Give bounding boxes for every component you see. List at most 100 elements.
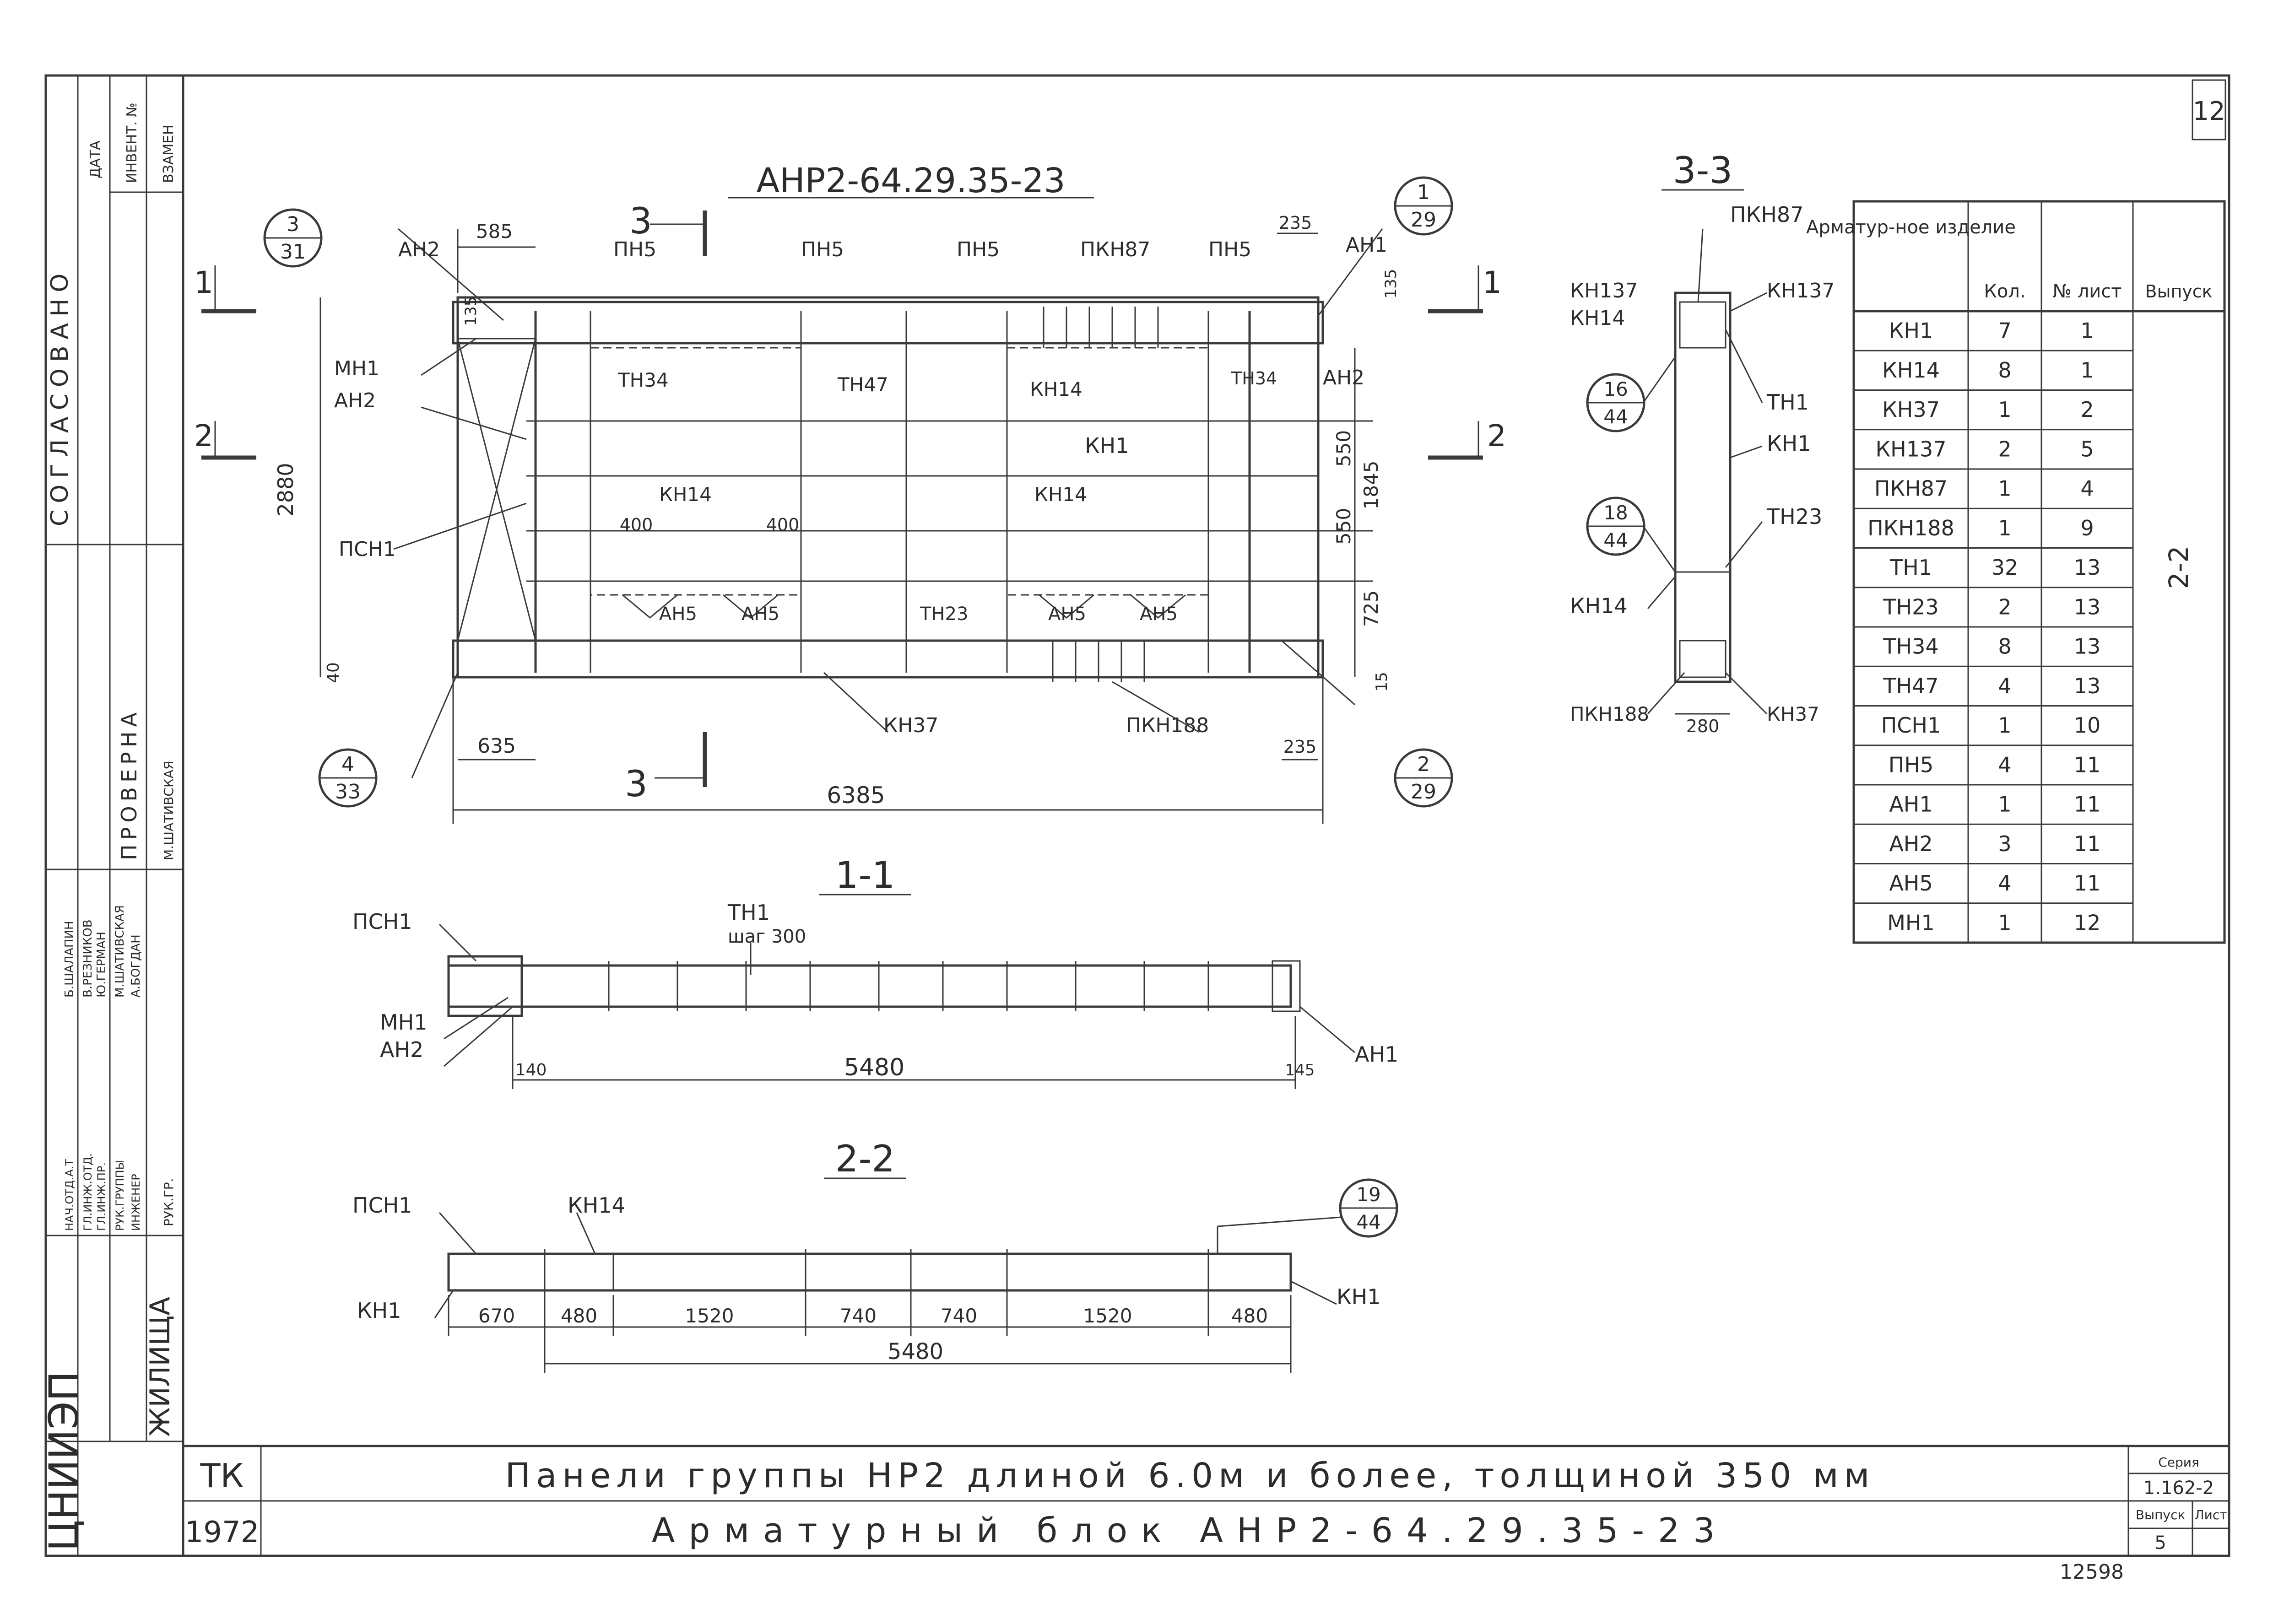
label-pkn188: ПКН188 — [1126, 714, 1209, 737]
label-ah5: АН5 — [659, 604, 697, 625]
stamp-role: РУК.ГРУППЫ — [114, 1160, 126, 1231]
label-pn5: ПН5 — [1208, 238, 1251, 261]
footer-code: 12598 — [2060, 1560, 2124, 1584]
dim-segment: 1520 — [685, 1305, 734, 1327]
spec-item-count: 1 — [1998, 516, 2011, 540]
stamp-checked-by: М.ШАТИВСКАЯ — [161, 761, 176, 860]
spec-item-name: ТН34 — [1883, 634, 1938, 659]
label-kn14: КН14 — [568, 1193, 625, 1218]
section-22-drawing — [434, 1178, 1398, 1373]
stamp-checked: ПРОВЕРНА — [117, 708, 141, 860]
dim-segment: 1520 — [1083, 1305, 1132, 1327]
label-ah2: АН2 — [334, 389, 376, 412]
spec-item-name: ТН1 — [1889, 555, 1932, 580]
label-ah5: АН5 — [1140, 604, 1178, 625]
stamp-role: ГЛ.ИНЖ.ОТД. — [81, 1153, 94, 1231]
dim-145: 145 — [1285, 1061, 1315, 1079]
section-11-title: 1-1 — [835, 854, 895, 896]
ref-circle-top: 16 — [1603, 378, 1628, 400]
spec-item-name: ПКН188 — [1867, 516, 1954, 540]
left-stamp — [46, 76, 183, 1556]
ref-circle-top: 2 — [1417, 753, 1430, 776]
spec-item-count: 1 — [1998, 910, 2011, 935]
section-33-labels: ПКН87 КН137 КН137 КН14 ТН1 КН1 ТН23 КН14… — [1570, 202, 1835, 736]
label-pn5: ПН5 — [957, 238, 1000, 261]
stamp-inv-no: ИНВЕНТ. № — [124, 103, 140, 183]
dim-635: 635 — [477, 734, 516, 758]
ref-circle-bottom: 29 — [1411, 780, 1436, 804]
label-pn5: ПН5 — [801, 238, 844, 261]
section-33-drawing — [1586, 228, 1768, 715]
stamp-name: Б.ШАЛАПИН — [63, 921, 76, 998]
dim-235: 235 — [1283, 737, 1317, 757]
stamp-name: А.БОГДАН — [129, 934, 143, 998]
ref-circle-bottom: 31 — [280, 240, 306, 264]
spec-item-sheet: 2 — [2080, 397, 2094, 422]
section-22-title: 2-2 — [835, 1138, 895, 1180]
spec-item-name: КН14 — [1882, 358, 1940, 383]
label-mn1: МН1 — [334, 357, 379, 380]
spec-header-item: Арматур-ное изделие — [1806, 217, 2016, 238]
label-tn34: ТН34 — [1231, 368, 1277, 388]
plan-drawing — [319, 228, 1383, 824]
label-kn37: КН37 — [883, 714, 938, 737]
spec-item-count: 4 — [1998, 871, 2011, 896]
label-pkn87: ПКН87 — [1730, 202, 1803, 227]
spec-item-name: КН137 — [1875, 437, 1946, 461]
stamp-date: ДАТА — [87, 140, 103, 178]
spec-item-name: ПСН1 — [1881, 713, 1941, 738]
dim-140: 140 — [515, 1061, 547, 1079]
ref-circle-top: 1 — [1417, 181, 1430, 204]
dim-15: 15 — [1373, 672, 1391, 691]
spec-item-sheet: 1 — [2080, 358, 2094, 383]
spec-item-count: 4 — [1998, 752, 2011, 777]
label-ah1: АН1 — [1346, 233, 1387, 257]
spec-item-count: 1 — [1998, 792, 2011, 817]
spec-item-count: 7 — [1998, 318, 2011, 343]
label-kn1: КН1 — [357, 1298, 401, 1323]
ref-circle-top: 4 — [341, 753, 354, 776]
label-kn14: КН14 — [1570, 307, 1625, 330]
ref-circle-top: 3 — [287, 213, 299, 236]
label-kn14: КН14 — [659, 483, 712, 506]
dim-5480: 5480 — [844, 1054, 904, 1081]
spec-header-count: Кол. — [1984, 281, 2025, 302]
dim-40: 40 — [324, 662, 343, 683]
spec-item-name: ТН23 — [1883, 594, 1938, 619]
section-mark-3-top: 3 — [629, 201, 652, 242]
label-tn47: ТН47 — [837, 373, 888, 396]
spec-item-count: 2 — [1998, 594, 2011, 619]
label-pkn87: ПКН87 — [1080, 238, 1150, 261]
spec-item-count: 1 — [1998, 397, 2011, 422]
section-mark-3-bottom: 3 — [625, 764, 648, 805]
section-11-labels: ПСН1 ТН1 шаг 300 МН1 АН2 АН1 140 5480 14… — [352, 900, 1398, 1081]
plan-dims: 585 235 135 135 2880 550 550 1845 725 40… — [273, 213, 1400, 809]
label-kn137: КН137 — [1767, 279, 1835, 302]
series-label: Серия — [2158, 1455, 2199, 1470]
ref-circle-top: 19 — [1356, 1183, 1380, 1206]
spec-header-sheet: № лист — [2052, 281, 2122, 302]
dim-1845: 1845 — [1360, 461, 1382, 510]
spec-item-sheet: 11 — [2074, 792, 2101, 817]
org-name-right: ЖИЛИЩА — [144, 1297, 176, 1437]
spec-item-sheet: 5 — [2080, 437, 2094, 461]
label-ah1: АН1 — [1355, 1042, 1398, 1067]
ref-circle-bottom: 29 — [1411, 208, 1436, 232]
dim-400: 400 — [766, 515, 800, 535]
dim-segment: 740 — [840, 1305, 877, 1327]
spec-item-name: МН1 — [1887, 910, 1935, 935]
dim-segment: 480 — [1231, 1305, 1268, 1327]
label-ah5: АН5 — [741, 604, 779, 625]
plan-title: АНР2-64.29.35-23 — [756, 161, 1065, 200]
spec-item-count: 8 — [1998, 634, 2011, 659]
spec-issue-value: 2-2 — [2163, 546, 2194, 589]
label-kn1: КН1 — [1085, 433, 1129, 458]
dim-segment: 670 — [478, 1305, 515, 1327]
stamp-agreed: СОГЛАСОВАНО — [46, 267, 74, 526]
label-step: шаг 300 — [728, 926, 806, 947]
dim-585: 585 — [476, 220, 513, 243]
dim-2880: 2880 — [273, 463, 298, 516]
title-block — [183, 1445, 2229, 1556]
title-line-1: Панели группы НР2 длиной 6.0м и более, т… — [505, 1456, 1875, 1495]
